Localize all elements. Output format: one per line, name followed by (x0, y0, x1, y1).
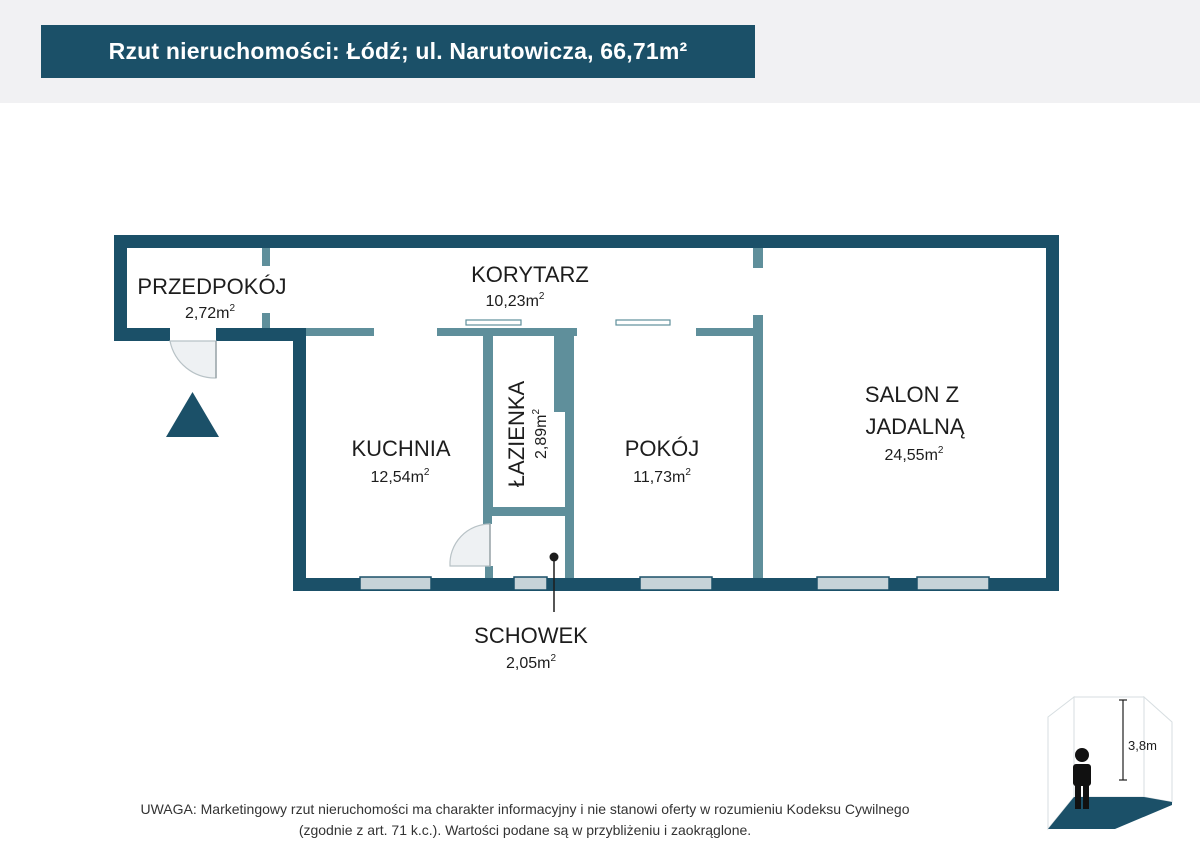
wall-salon-top (753, 248, 763, 268)
wall-right (1046, 235, 1059, 591)
ceiling-height-cube: 3,8m (1047, 695, 1173, 831)
wall-corridor-bath (437, 328, 577, 336)
room-name-schowek: SCHOWEK (474, 623, 588, 648)
room-label-lazienka: ŁAZIENKA 2,89m2 (504, 380, 550, 487)
wall-corridor-kitchen (306, 328, 374, 336)
room-area-salon: 24,55m2 (885, 445, 944, 464)
disclaimer-line2: (zgodnie z art. 71 k.c.). Wartości podan… (298, 822, 752, 838)
disclaimer: UWAGA: Marketingowy rzut nieruchomości m… (60, 799, 990, 841)
wall-top (114, 235, 1059, 248)
room-area-przedpokoj: 2,72m2 (185, 303, 235, 322)
room-area-korytarz: 10,23m2 (486, 291, 545, 310)
wall-bath-left-mid (483, 508, 492, 524)
room-area-kuchnia: 12,54m2 (371, 467, 430, 486)
wall-bath-left-upper (483, 336, 493, 508)
wall-storage-left-bottom (485, 566, 493, 578)
window-room (639, 576, 713, 591)
wall-salon-divider (753, 315, 763, 578)
wall-bath-storage (490, 507, 570, 516)
room-name-lazienka: ŁAZIENKA (504, 380, 529, 487)
wall-entrance-right (216, 328, 306, 341)
window-salon-2 (916, 576, 990, 591)
window-vent-room (615, 319, 671, 326)
entrance-triangle-icon (166, 392, 219, 437)
wall-hall-divider-bottom (262, 313, 270, 328)
window-vent-bath (465, 319, 522, 326)
wall-left-lower (293, 330, 306, 591)
disclaimer-line1: UWAGA: Marketingowy rzut nieruchomości m… (140, 801, 910, 817)
wall-entrance-left (114, 328, 170, 341)
door-swings (169, 340, 491, 567)
room-area-lazienka: 2,89m2 (531, 409, 550, 459)
door-swing-entrance (169, 340, 217, 379)
person-height-icon (1073, 748, 1091, 809)
ceiling-height-label: 3,8m (1128, 738, 1157, 753)
room-name-przedpokoj: PRZEDPOKÓJ (137, 274, 286, 299)
window-kitchen (359, 576, 432, 591)
door-swing-storage (449, 523, 491, 567)
windows (359, 319, 990, 591)
window-storage (513, 576, 548, 591)
room-area-pokoj: 11,73m2 (633, 467, 691, 486)
room-name-salon-line2: JADALNĄ (865, 414, 964, 439)
page-title: Rzut nieruchomości: Łódź; ul. Narutowicz… (41, 25, 755, 78)
wall-hall-divider-top (262, 248, 270, 266)
room-name-salon-line1: SALON Z (865, 382, 959, 407)
room-name-kuchnia: KUCHNIA (351, 436, 450, 461)
room-name-korytarz: KORYTARZ (471, 262, 589, 287)
wall-bath-right (565, 412, 574, 578)
wall-bath-right-thick (554, 336, 574, 412)
storage-pointer (549, 552, 559, 612)
interior-walls (262, 248, 763, 578)
room-area-schowek: 2,05m2 (506, 653, 556, 672)
window-salon-1 (816, 576, 890, 591)
wall-left-upper (114, 235, 127, 341)
wall-corridor-room (696, 328, 763, 336)
room-name-pokoj: POKÓJ (625, 436, 700, 461)
